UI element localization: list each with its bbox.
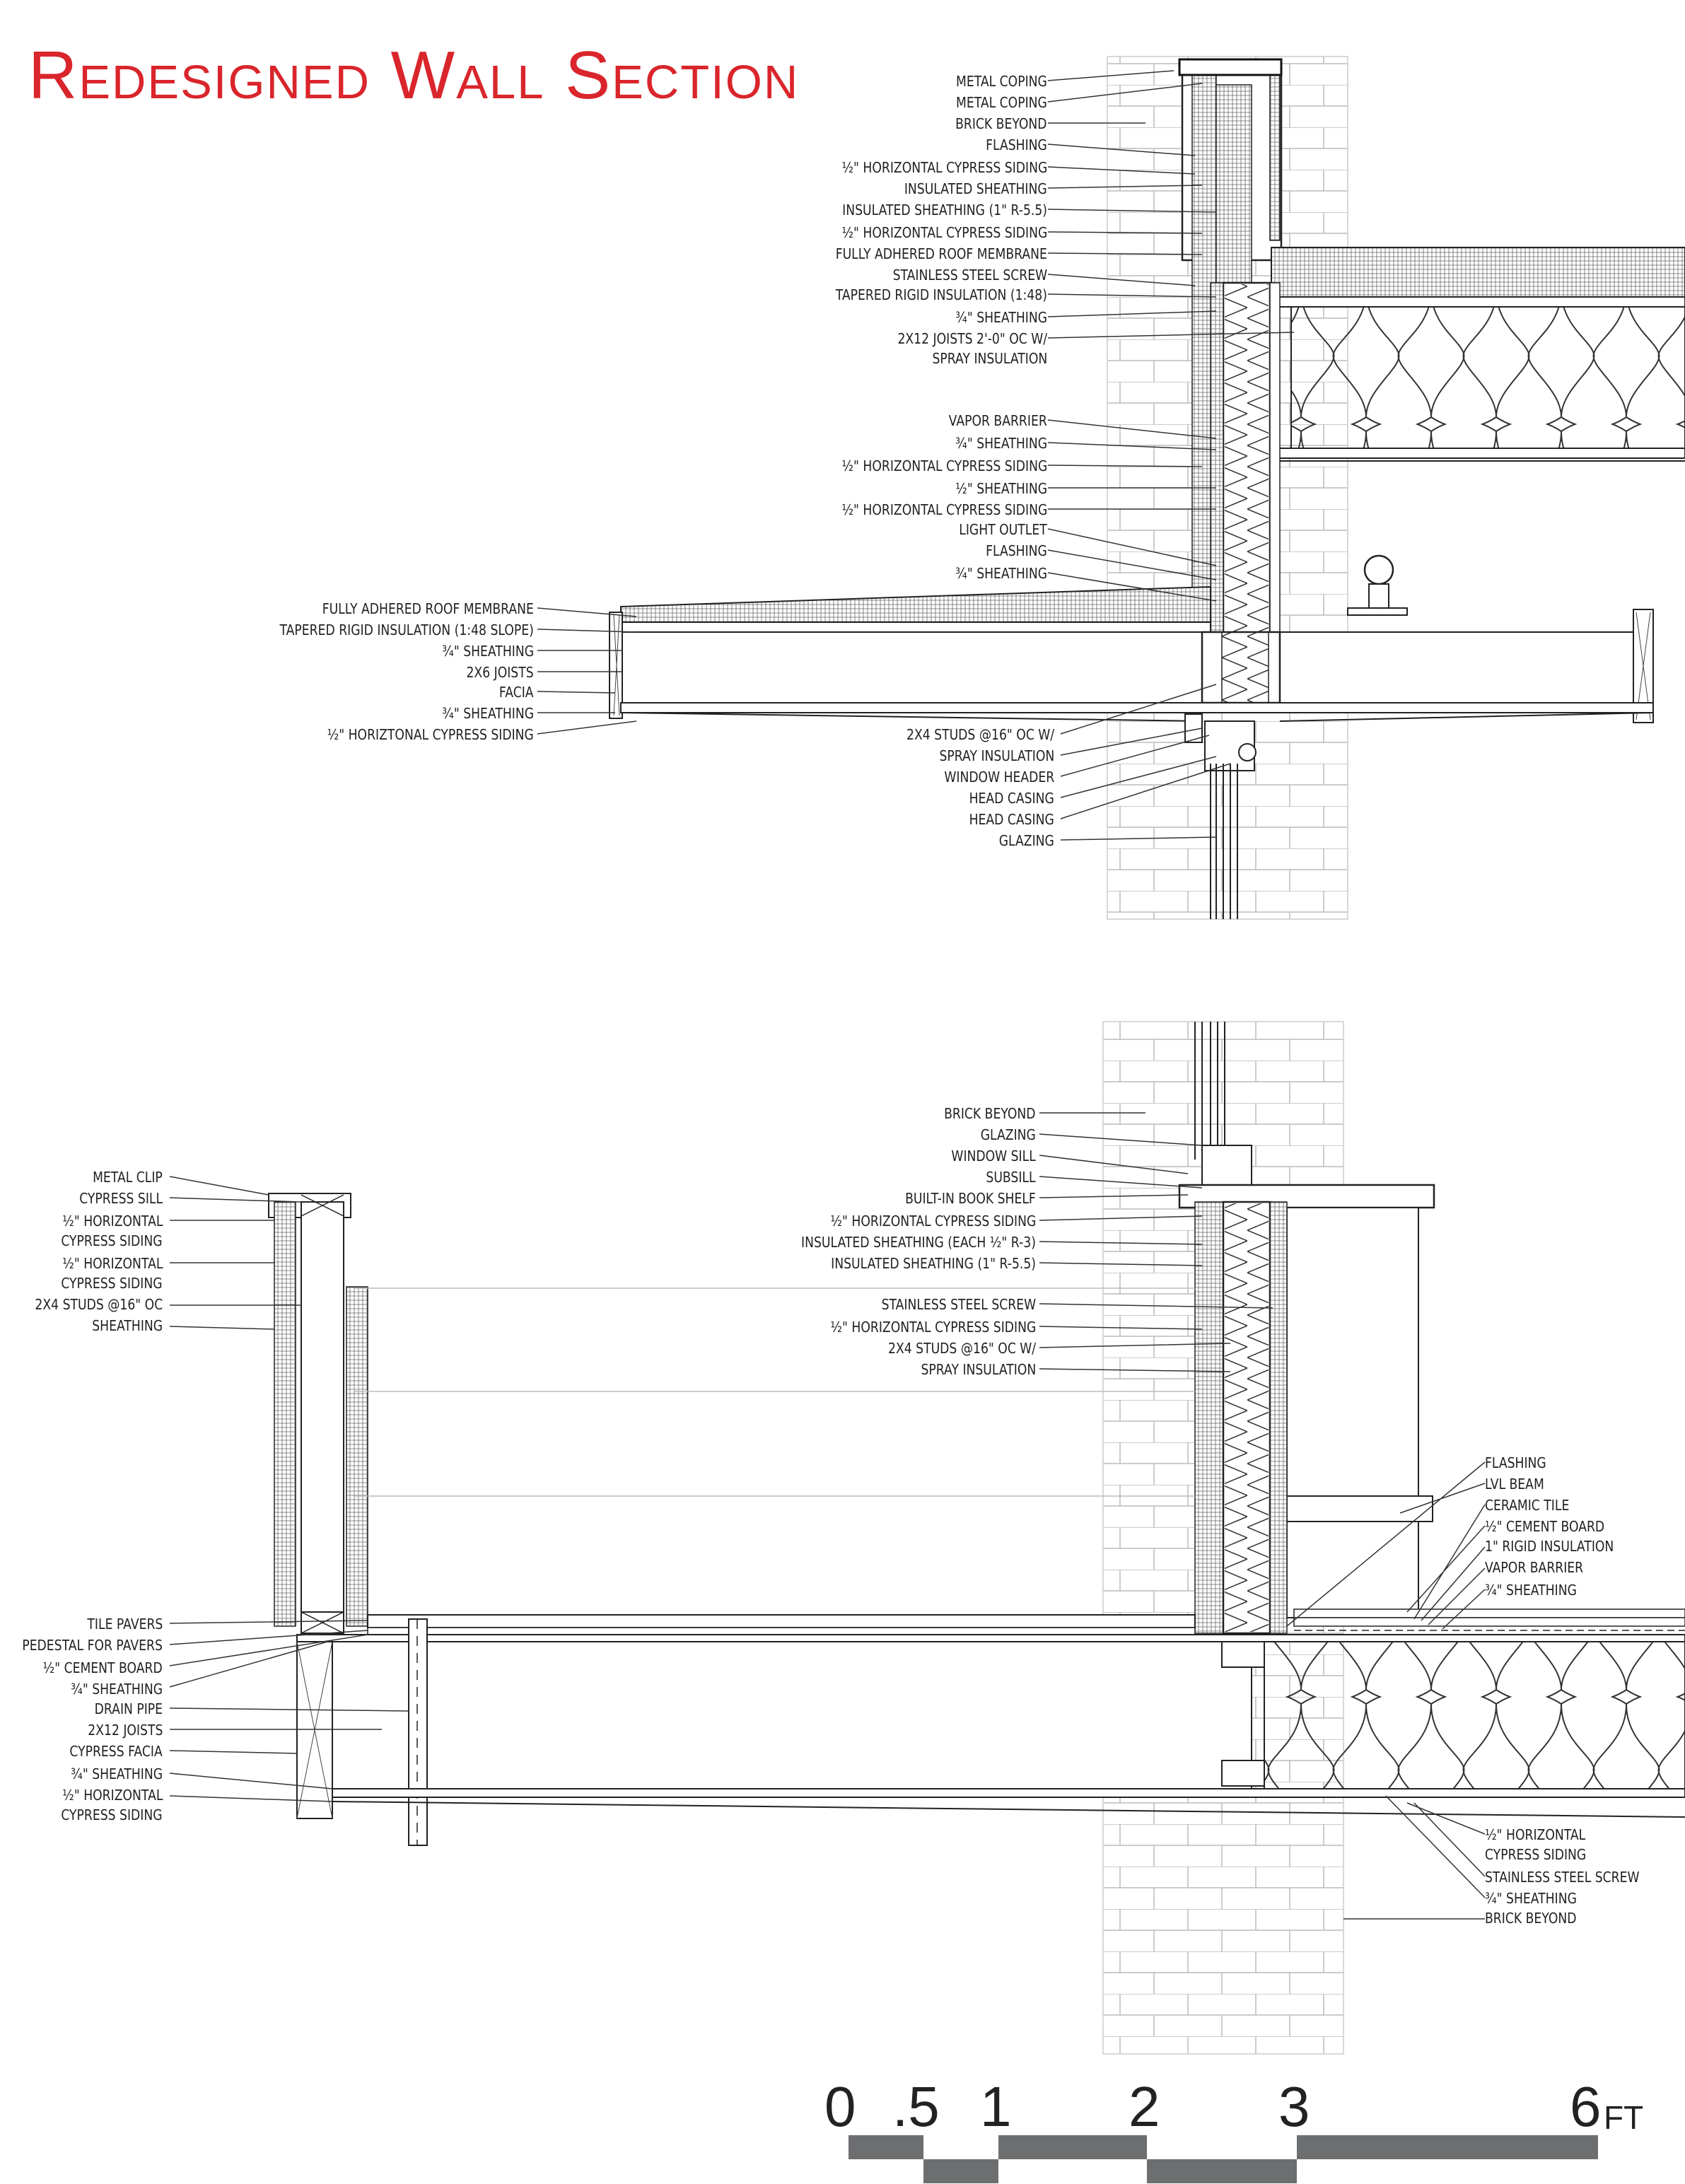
callout-label: 2X6 JOISTS (466, 664, 534, 681)
leader-lines (169, 70, 1486, 1920)
scale-number: 0 (824, 2075, 856, 2138)
callout-label: INSULATED SHEATHING (904, 180, 1047, 197)
callout-label: VAPOR BARRIER (1485, 1559, 1584, 1576)
callout-label: ½" HORIZONTAL CYPRESS SIDING (841, 501, 1047, 518)
callout-label: FACIA (499, 684, 534, 701)
lower-section (268, 1021, 1685, 2055)
scale-segment (1297, 2135, 1598, 2159)
callout-label: STAINLESS STEEL SCREW (881, 1296, 1036, 1313)
callout-label: INSULATED SHEATHING (1" R-5.5) (831, 1255, 1036, 1272)
callout-label: CYPRESS SIDING (61, 1232, 163, 1249)
callout-label: LIGHT OUTLET (959, 521, 1047, 538)
scale-segment (849, 2135, 923, 2159)
callout-label: METAL COPING (956, 94, 1047, 111)
callout-label: ¾" SHEATHING (71, 1681, 163, 1698)
callout-label: ¾" SHEATHING (1485, 1890, 1577, 1907)
callout-label: CYPRESS SIDING (61, 1806, 163, 1823)
callout-label: CYPRESS FACIA (69, 1743, 163, 1760)
scale-number: 2 (1129, 2075, 1160, 2138)
callout-label: 2X4 STUDS @16" OC W/ (906, 726, 1054, 743)
callout-label: 2X12 JOISTS (87, 1722, 163, 1739)
scale-segment (923, 2159, 998, 2183)
callout-label: VAPOR BARRIER (948, 412, 1047, 429)
callout-label: ½" CEMENT BOARD (42, 1659, 163, 1676)
callout-label: ½" HORIZONTAL (62, 1787, 163, 1804)
callout-label: ½" HORIZONTAL CYPRESS SIDING (841, 457, 1047, 474)
callout-label: WINDOW SILL (951, 1148, 1036, 1164)
scale-number: 6 (1570, 2075, 1602, 2138)
callout-label: CYPRESS SIDING (61, 1275, 163, 1292)
callout-label: CYPRESS SIDING (1485, 1846, 1587, 1863)
callout-label: 2X4 STUDS @16" OC (35, 1296, 163, 1313)
callout-label: SPRAY INSULATION (939, 747, 1054, 764)
callout-label: BRICK BEYOND (955, 115, 1047, 132)
callout-label: ½" SHEATHING (955, 480, 1047, 497)
callout-label: 1" RIGID INSULATION (1485, 1538, 1614, 1555)
callout-label: HEAD CASING (969, 811, 1054, 828)
callout-label: ¾" SHEATHING (442, 643, 534, 660)
callout-label: TAPERED RIGID INSULATION (1:48 SLOPE) (279, 621, 534, 638)
callout-label: ½" HORIZONTAL (62, 1213, 163, 1230)
callout-label: FULLY ADHERED ROOF MEMBRANE (322, 600, 534, 617)
callout-label: BRICK BEYOND (1485, 1910, 1577, 1927)
page-title: Redesigned Wall Section (28, 37, 800, 113)
callout-label: ½" CEMENT BOARD (1485, 1518, 1605, 1535)
callout-label: STAINLESS STEEL SCREW (892, 267, 1047, 284)
callout-label: ¾" SHEATHING (955, 435, 1047, 452)
callout-label: ½" HORIZONTAL CYPRESS SIDING (830, 1319, 1036, 1336)
callout-label: GLAZING (998, 832, 1054, 849)
scale-number: .5 (892, 2075, 940, 2138)
callout-label: FLASHING (1485, 1454, 1546, 1471)
callout-label: WINDOW HEADER (944, 769, 1054, 786)
callout-label: 2X12 JOISTS 2'-0" OC W/ (897, 330, 1047, 347)
callout-label: ½" HORIZONTAL CYPRESS SIDING (830, 1213, 1036, 1230)
callout-label: FLASHING (986, 136, 1047, 153)
callout-label: METAL CLIP (93, 1169, 163, 1186)
callout-label: PEDESTAL FOR PAVERS (22, 1637, 163, 1654)
callout-label: BUILT-IN BOOK SHELF (905, 1190, 1036, 1207)
callout-label: ½" HORIZONTAL CYPRESS SIDING (841, 224, 1047, 241)
callout-label: SPRAY INSULATION (921, 1361, 1036, 1378)
scale-number: 3 (1278, 2075, 1310, 2138)
callout-label: ¾" SHEATHING (955, 565, 1047, 582)
callout-label: INSULATED SHEATHING (1" R-5.5) (842, 202, 1047, 218)
callout-label: CERAMIC TILE (1485, 1497, 1570, 1514)
callout-label: ¾" SHEATHING (955, 309, 1047, 326)
callout-label: SUBSILL (986, 1169, 1036, 1186)
callout-label: LVL BEAM (1485, 1476, 1544, 1493)
callout-label: ¾" SHEATHING (71, 1765, 163, 1782)
callout-label: SHEATHING (92, 1317, 163, 1334)
callout-label: TILE PAVERS (87, 1616, 163, 1633)
callout-label: FULLY ADHERED ROOF MEMBRANE (835, 245, 1047, 262)
scale-unit: FT (1604, 2099, 1644, 2136)
callout-label: ½" HORIZONTAL (62, 1255, 163, 1272)
callout-label: ½" HORIZONTAL (1485, 1826, 1586, 1843)
callout-label: ½" HORIZTONAL CYPRESS SIDING (327, 726, 534, 743)
callout-label: SPRAY INSULATION (932, 350, 1047, 367)
callout-label: STAINLESS STEEL SCREW (1485, 1869, 1640, 1886)
callout-label: CYPRESS SILL (79, 1190, 163, 1207)
callout-label: 2X4 STUDS @16" OC W/ (887, 1340, 1036, 1357)
callout-label: GLAZING (980, 1126, 1036, 1143)
callout-label: HEAD CASING (969, 790, 1054, 807)
callout-label: METAL COPING (956, 73, 1047, 90)
scale-number: 1 (980, 2075, 1012, 2138)
scale-segment (1147, 2159, 1297, 2183)
callout-label: TAPERED RIGID INSULATION (1:48) (835, 286, 1047, 303)
callout-label: FLASHING (986, 542, 1047, 559)
callout-label: ½" HORIZONTAL CYPRESS SIDING (841, 159, 1047, 176)
scale-segment (998, 2135, 1147, 2159)
callout-label: ¾" SHEATHING (442, 705, 534, 722)
upper-section (609, 56, 1685, 920)
callout-label: ¾" SHEATHING (1485, 1582, 1577, 1599)
callout-label: BRICK BEYOND (944, 1105, 1036, 1122)
callout-label: DRAIN PIPE (94, 1700, 163, 1717)
callout-label: INSULATED SHEATHING (EACH ½" R-3) (801, 1234, 1036, 1251)
